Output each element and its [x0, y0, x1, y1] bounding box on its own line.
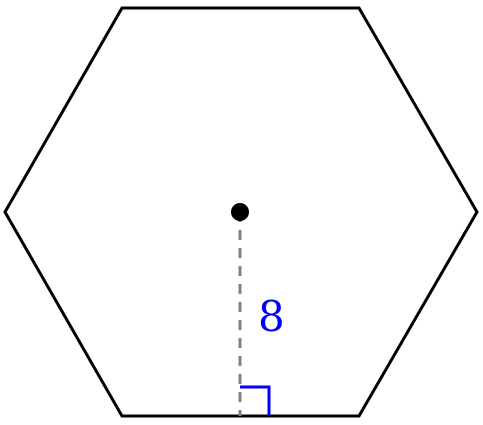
- center-point: [231, 203, 249, 221]
- apothem-length-label: 8: [258, 292, 285, 341]
- right-angle-marker: [240, 385, 271, 416]
- hexagon-outline: [3, 6, 479, 418]
